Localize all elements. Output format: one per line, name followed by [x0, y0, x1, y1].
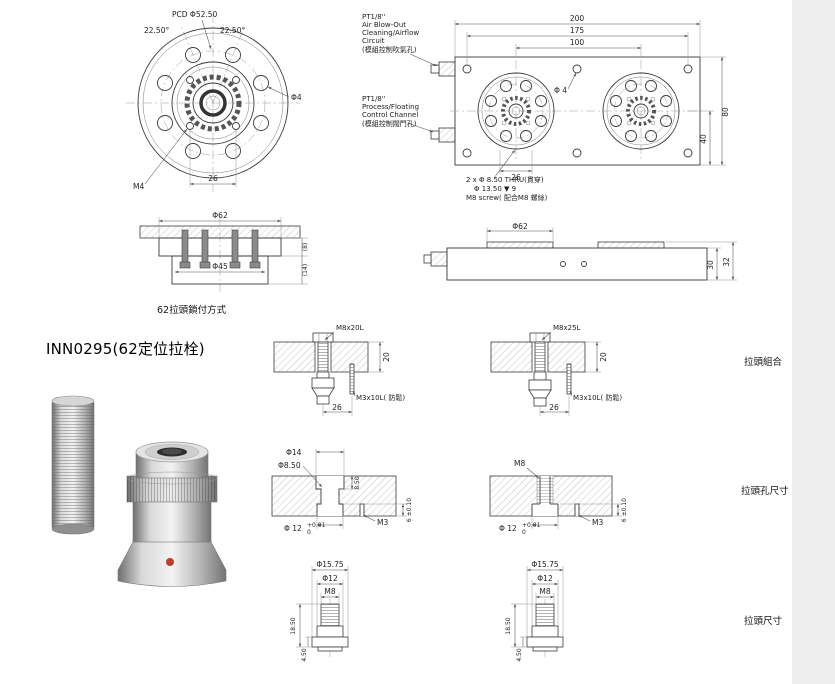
dim-450: 4.50 [301, 648, 308, 662]
dim-depth6: 6 ±0.10 [406, 498, 413, 522]
stud-left: Φ15.75 Φ12 M8 18.50 4.50 [290, 560, 349, 662]
plate-side-view: Φ62 30 32 [423, 222, 737, 281]
dim-450: 4.50 [516, 648, 523, 662]
dim-1850: 18.50 [505, 617, 512, 634]
caption-assembly: 拉頭組合 [744, 356, 783, 368]
m4-holes [186, 76, 240, 130]
ref-dim-top: (8) [302, 243, 309, 252]
label-stud-left: M8x20L [336, 324, 364, 332]
note-line: Φ 13.50 ▼ 9 [474, 185, 516, 193]
assembly-left: M8x20L M3x10L( 防鬆) 20 26 [273, 324, 405, 416]
dim-m8: M8 [324, 587, 335, 596]
dim-80: 80 [721, 107, 730, 117]
note-line: 2 x Φ 8.50 THRU(貫穿) [466, 175, 544, 184]
dim-depth850: 8.50 [354, 476, 361, 490]
hole-dimension-view: Φ14 Φ8.50 8.50 Φ 12 +0.01 0 6 ±0.10 M3 [271, 448, 789, 536]
dim-m3: M3 [592, 518, 603, 527]
note-line: Cleaning/Airflow [362, 29, 419, 37]
dim-100: 100 [570, 38, 585, 47]
ref-dim-bottom: (14) [302, 264, 309, 276]
port-note-air: PT1/8'' Air Blow-Out Cleaning/Airflow Ci… [362, 13, 419, 54]
dim-m3: M3 [377, 518, 388, 527]
clamp-body-photo [117, 441, 227, 587]
dim-m8: M8 [514, 459, 525, 468]
assembly-right: M8x25L M3x10L( 防鬆) 20 26 [490, 324, 622, 416]
product-photo [51, 395, 227, 587]
dim-32: 32 [722, 257, 731, 267]
dim-dia12: Φ12 [537, 574, 553, 583]
dim-thread-m4: M4 [133, 182, 144, 191]
label-pin: M3x10L( 防鬆) [356, 393, 405, 402]
dim-hole-spacing: 26 [208, 174, 218, 183]
dim-dia12: Φ12 [322, 574, 338, 583]
dim-dia1575: Φ15.75 [316, 560, 344, 569]
dim-dia45: Φ45 [212, 262, 228, 271]
note-line: Air Blow-Out [362, 21, 406, 29]
dim-tol-plus: +0.01 [522, 522, 541, 529]
assembly-view: M8x20L M3x10L( 防鬆) 20 26 [273, 324, 783, 416]
product-title: INN0295(62定位拉栓) [46, 340, 205, 358]
caption-stud-dims: 拉頭尺寸 [744, 615, 783, 627]
dim-depth6: 6 ±0.10 [621, 498, 628, 522]
hole-left: Φ14 Φ8.50 8.50 Φ 12 +0.01 0 6 ±0.10 M3 [271, 448, 413, 536]
dim-dia14: Φ14 [286, 448, 302, 457]
dim-200: 200 [570, 14, 585, 23]
counterbore-note: 2 x Φ 8.50 THRU(貫穿) Φ 13.50 ▼ 9 M8 screw… [466, 175, 548, 202]
note-line: (模組控制閥門孔) [362, 119, 417, 128]
front-flange-view: PCD Φ52.50 22.50° 22.50° Φ4 M4 26 [126, 10, 302, 192]
spline-ring [184, 74, 242, 132]
dim-dia12: Φ 12 [499, 524, 517, 533]
hole-right: M8 Φ 12 +0.01 0 6 ±0.10 M3 [489, 459, 628, 536]
caption-mounting: 62拉頭鎖付方式 [157, 304, 227, 316]
dim-dia62: Φ62 [212, 211, 228, 220]
mounting-bolts [179, 229, 261, 269]
center-bore [199, 89, 227, 117]
bolt-holes [157, 47, 269, 159]
dim-40: 40 [699, 134, 708, 144]
right-flange [602, 72, 680, 150]
dim-dia12: Φ 12 [284, 524, 302, 533]
dim-30: 30 [706, 260, 715, 270]
dim-26: 26 [332, 403, 342, 412]
dim-tol-zero: 0 [307, 529, 311, 536]
port-note-process: PT1/8'' Process/Floating Control Channel… [362, 95, 419, 128]
dim-angle-right: 22.50° [220, 26, 245, 35]
flange-side-view: Φ62 Φ45 (8) (14) 62拉頭鎖付方式 [139, 211, 309, 316]
label-pin: M3x10L( 防鬆) [573, 393, 622, 402]
caption-hole-dims: 拉頭孔尺寸 [741, 485, 789, 497]
dim-tol-zero: 0 [522, 529, 526, 536]
dim-dia1575: Φ15.75 [531, 560, 559, 569]
dim-26: 26 [511, 173, 521, 182]
note-line: Control Channel [362, 111, 418, 119]
threaded-stud-photo [51, 395, 95, 535]
dim-tol-plus: +0.01 [307, 522, 326, 529]
dim-dia850: Φ8.50 [278, 461, 301, 470]
dim-20: 20 [599, 352, 608, 362]
page-margin [792, 0, 835, 684]
stud-right: Φ15.75 Φ12 M8 18.50 4.50 [505, 560, 564, 662]
note-line: Process/Floating [362, 103, 419, 111]
stud-dimension-view: Φ15.75 Φ12 M8 18.50 4.50 [290, 560, 783, 662]
note-line: M8 screw( 配合M8 螺絲) [466, 193, 548, 202]
dim-angle-left: 22.50° [144, 26, 169, 35]
dim-hole-dia: Φ 4 [554, 86, 567, 95]
left-flange [477, 72, 555, 150]
dim-m8: M8 [539, 587, 550, 596]
dim-1850: 18.50 [290, 617, 297, 634]
dim-20: 20 [382, 352, 391, 362]
dim-hole-dia: Φ4 [291, 93, 302, 102]
label-stud-right: M8x25L [553, 324, 581, 332]
air-ports [430, 61, 456, 143]
red-mark [166, 558, 174, 566]
note-line: PT1/8'' [362, 95, 386, 103]
plate-top-view: 200 175 100 Φ 4 80 40 26 PT1/8'' Air Blo… [362, 13, 730, 202]
note-line: Circuit [362, 37, 385, 45]
note-line: PT1/8'' [362, 13, 386, 21]
dim-26: 26 [549, 403, 559, 412]
dim-175: 175 [570, 26, 585, 35]
note-line: (模組控制吹氣孔) [362, 45, 417, 54]
dim-dia62: Φ62 [512, 222, 528, 231]
dim-pcd: PCD Φ52.50 [172, 10, 218, 19]
